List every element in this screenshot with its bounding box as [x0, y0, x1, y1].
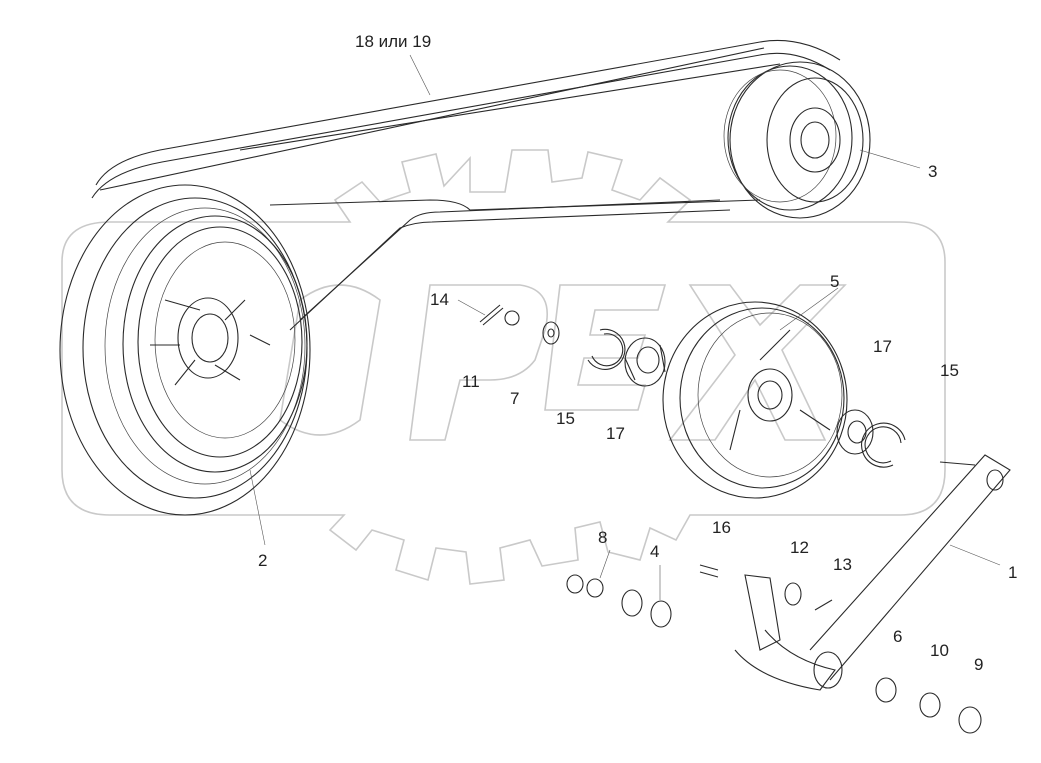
small-parts — [479, 304, 982, 734]
callout-1: 1 — [1008, 563, 1017, 582]
callout-10: 10 — [930, 641, 949, 660]
callout-17-left: 17 — [606, 424, 625, 443]
watermark-logo — [61, 149, 946, 585]
v-belt — [91, 39, 841, 331]
tension-arm — [734, 454, 1011, 691]
callout-6: 6 — [893, 627, 902, 646]
callout-7: 7 — [510, 389, 519, 408]
callout-17-right: 17 — [873, 337, 892, 356]
callout-15-right: 15 — [940, 361, 959, 380]
callout-16: 16 — [712, 518, 731, 537]
callout-labels: 18 или 19 3 5 14 11 7 15 17 17 15 2 1 8 … — [258, 32, 1017, 674]
callout-14: 14 — [430, 290, 449, 309]
callout-2: 2 — [258, 551, 267, 570]
callout-belt: 18 или 19 — [355, 32, 431, 51]
callout-4: 4 — [650, 542, 659, 561]
callout-8: 8 — [598, 528, 607, 547]
leader-lines — [249, 54, 1001, 600]
callout-9: 9 — [974, 655, 983, 674]
callout-11: 11 — [462, 372, 480, 391]
callout-5: 5 — [830, 272, 839, 291]
drive-pulley — [59, 184, 311, 516]
callout-12: 12 — [790, 538, 809, 557]
callout-15-left: 15 — [556, 409, 575, 428]
callout-3: 3 — [928, 162, 937, 181]
callout-13: 13 — [833, 555, 852, 574]
driven-pulley — [723, 61, 871, 219]
idler-pulley — [662, 301, 848, 499]
